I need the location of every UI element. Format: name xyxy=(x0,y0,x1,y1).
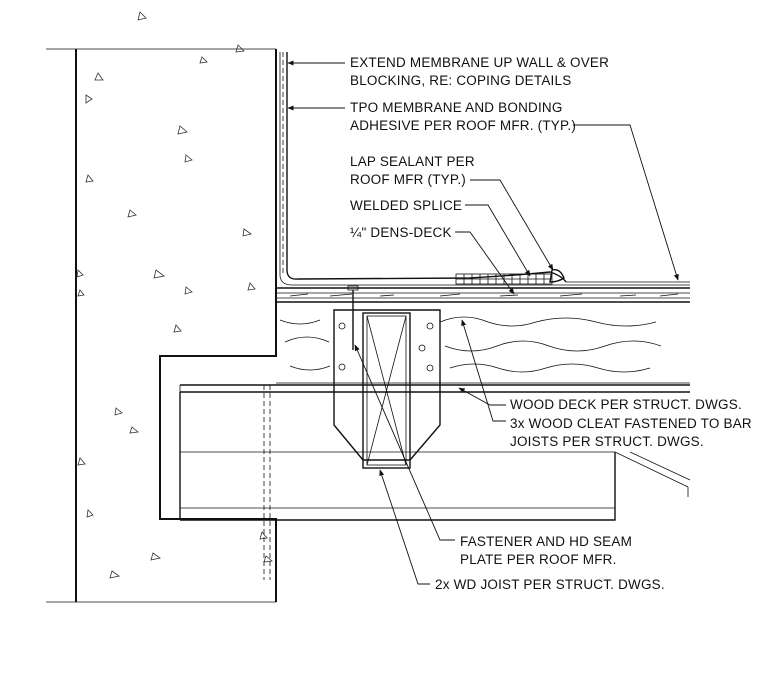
leaders xyxy=(287,60,679,585)
roof-assembly xyxy=(179,268,691,580)
bar-joist xyxy=(179,385,691,580)
callout-wood-cleat-line2: JOISTS PER STRUCT. DWGS. xyxy=(510,434,704,449)
callout-wood-cleat-line1: 3x WOOD CLEAT FASTENED TO BAR xyxy=(510,416,752,431)
callout-lap-sealant-line1: LAP SEALANT PER xyxy=(350,154,475,169)
callout-wood-deck: WOOD DECK PER STRUCT. DWGS. xyxy=(510,397,742,412)
callout-wood-cleat: 3x WOOD CLEAT FASTENED TO BAR JOISTS PER… xyxy=(510,416,752,449)
callout-tpo-membrane-line2: ADHESIVE PER ROOF MFR. (TYP.) xyxy=(350,118,576,133)
callout-lap-sealant-line2: ROOF MFR (TYP.) xyxy=(350,172,466,187)
fastener xyxy=(347,285,359,350)
callout-fastener-line1: FASTENER AND HD SEAM xyxy=(460,534,632,549)
callout-tpo-membrane-line1: TPO MEMBRANE AND BONDING xyxy=(350,100,563,115)
callout-lap-sealant: LAP SEALANT PER ROOF MFR (TYP.) xyxy=(350,154,475,187)
welded-splice-hatch xyxy=(455,273,553,285)
callout-welded-splice: WELDED SPLICE xyxy=(350,198,462,213)
callout-membrane-up-wall-line1: EXTEND MEMBRANE UP WALL & OVER xyxy=(350,55,609,70)
callout-wd-joist: 2x WD JOIST PER STRUCT. DWGS. xyxy=(435,577,665,592)
wood-deck xyxy=(179,384,690,393)
membrane-up-wall xyxy=(279,52,690,286)
callout-tpo-membrane: TPO MEMBRANE AND BONDING ADHESIVE PER RO… xyxy=(350,100,576,133)
rigid-insulation xyxy=(276,316,690,384)
callout-membrane-up-wall: EXTEND MEMBRANE UP WALL & OVER BLOCKING,… xyxy=(350,55,609,88)
callout-membrane-up-wall-line2: BLOCKING, RE: COPING DETAILS xyxy=(350,73,571,88)
wood-joist-2x xyxy=(362,312,411,469)
callout-fastener: FASTENER AND HD SEAM PLATE PER ROOF MFR. xyxy=(460,534,632,567)
concrete-wall xyxy=(46,11,277,603)
callout-fastener-line2: PLATE PER ROOF MFR. xyxy=(460,552,617,567)
callout-dens-deck: ¼" DENS-DECK xyxy=(350,225,452,240)
